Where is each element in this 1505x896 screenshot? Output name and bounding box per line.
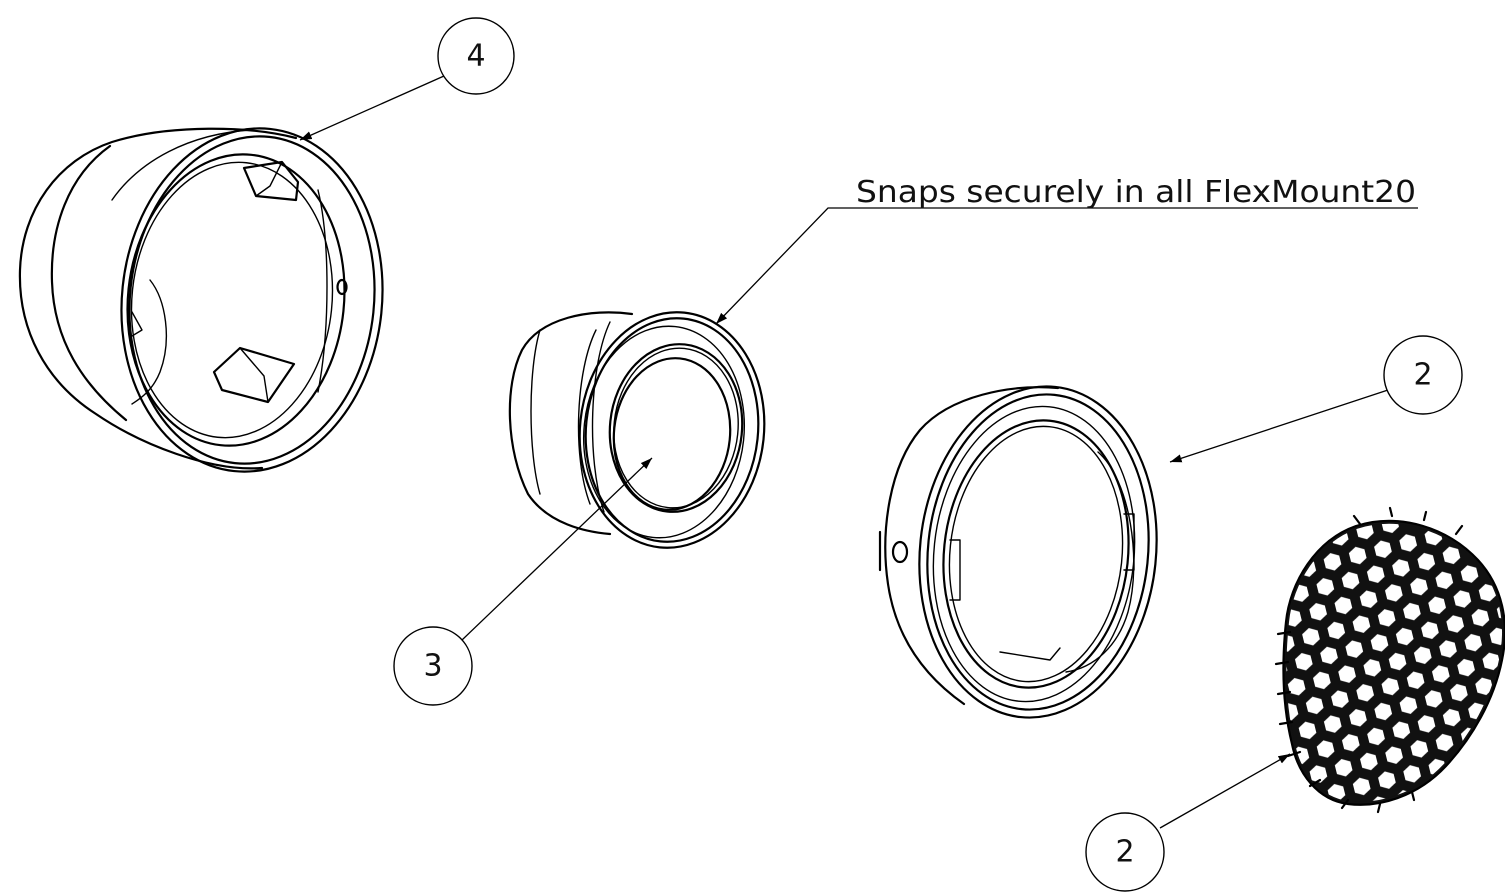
leader-part-4: [299, 75, 445, 141]
snap-note: Snaps securely in all FlexMount20: [856, 175, 1416, 210]
leader-note: [715, 207, 1418, 325]
honeycomb-louvre: [1274, 506, 1505, 814]
leader-part-3: [461, 457, 653, 641]
housing-cup: [18, 127, 384, 473]
snap-adapter: [508, 311, 766, 549]
callout-balloon-2-ring: 2: [1383, 335, 1463, 415]
svg-text:2: 2: [1115, 835, 1134, 870]
leader-lines: [299, 75, 1418, 829]
callout-balloon-3: 3: [393, 626, 473, 706]
svg-text:2: 2: [1413, 358, 1432, 393]
bezel-ring: [878, 385, 1158, 719]
callout-balloon-4: 4: [437, 17, 515, 95]
svg-text:3: 3: [423, 649, 442, 684]
callout-balloon-2-mesh: 2: [1085, 812, 1165, 892]
leader-part-2-mesh: [1159, 753, 1291, 829]
svg-text:4: 4: [466, 39, 485, 74]
leader-part-2-ring: [1169, 389, 1389, 463]
